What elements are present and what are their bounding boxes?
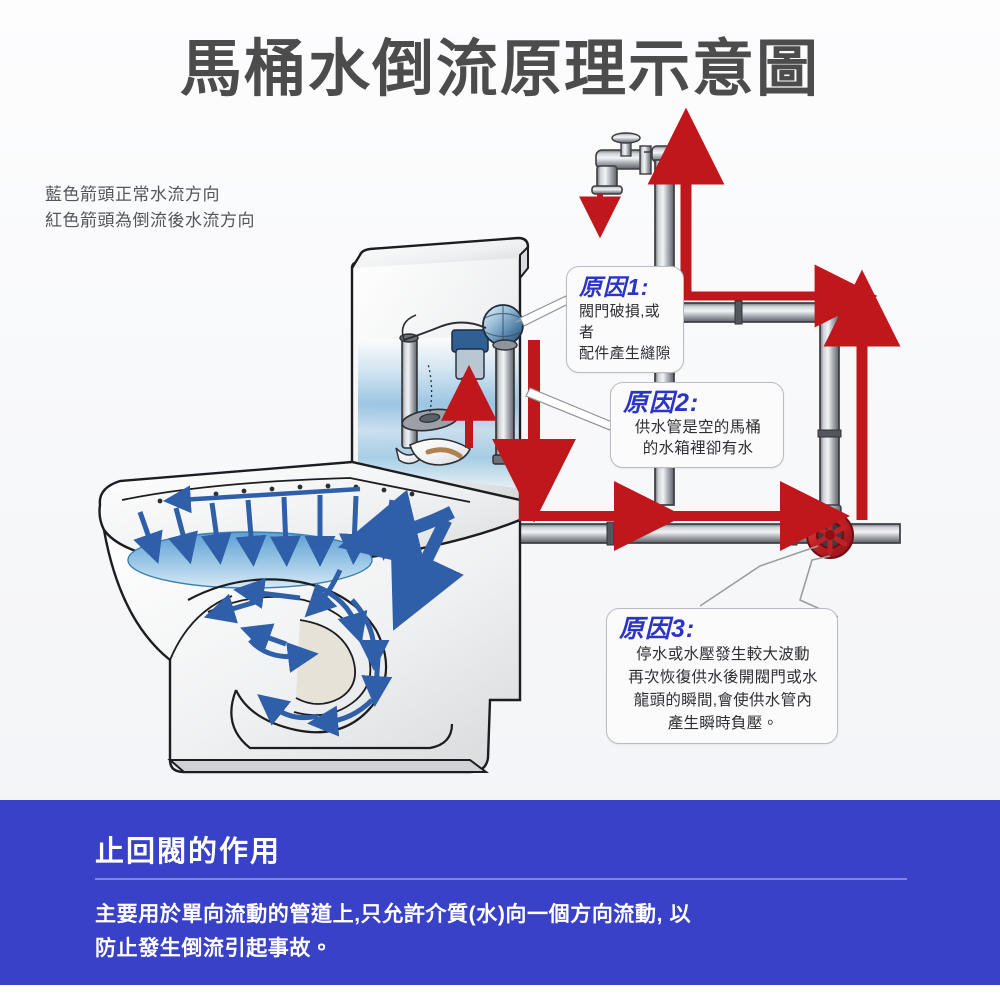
right-drop-pipe: [819, 305, 840, 529]
banner-body-line-1: 主要用於單向流動的管道上,只允許介質(水)向一個方向流動, 以: [95, 903, 692, 926]
red-gate-valve-wheel: [806, 504, 854, 559]
blue-normal-flow-arrows: [133, 485, 464, 737]
red-small-arrows: [441, 194, 621, 448]
fill-valve-shank: [495, 344, 515, 464]
pipe-coupling: [606, 521, 615, 546]
pipe-coupling: [789, 521, 798, 546]
banner-body-line-2: 防止發生倒流引起事故。: [95, 937, 333, 960]
leader-cause-3b: [699, 545, 819, 607]
banner-body: 主要用於單向流動的管道上,只允許介質(水)向一個方向流動, 以 防止發生倒流引起…: [95, 898, 925, 966]
supply-pipe-network: [499, 132, 901, 559]
callout-cause-3-line-4: 產生瞬時負壓。: [667, 715, 779, 732]
legend: 藍色箭頭正常水流方向 紅色箭頭為倒流後水流方向: [45, 182, 255, 234]
callout-cause-2-line-1: 供水管是空的馬桶: [634, 419, 762, 436]
callout-cause-3-line-2: 再次恢復供水後開閥門或水: [628, 669, 818, 686]
toilet-bowl: [98, 460, 522, 774]
callout-cause-3-line-1: 停水或水壓發生較大波動: [636, 646, 810, 663]
pipe-coupling: [734, 300, 743, 325]
upper-horizontal-pipe: [659, 302, 839, 323]
callout-cause-3: 原因3: 停水或水壓發生較大波動 再次恢復供水後開閥門或水 龍頭的瞬間,會使供水…: [606, 608, 838, 744]
callout-cause-2-line-2: 的水箱裡卻有水: [642, 440, 754, 457]
check-valve-banner: 止回閥的作用 主要用於單向流動的管道上,只允許介質(水)向一個方向流動, 以 防…: [0, 800, 1000, 985]
red-backflow-arrows: [492, 107, 901, 551]
callout-cause-2: 原因2: 供水管是空的馬桶 的水箱裡卻有水: [610, 382, 784, 468]
pipe-coupling: [817, 429, 842, 438]
toilet-backflow-illustration: [98, 107, 901, 774]
overflow-tube: [401, 337, 418, 449]
illustration-stage: [98, 107, 901, 774]
callout-cause-3-heading: 原因3:: [619, 615, 696, 643]
banner-divider: [95, 878, 907, 880]
callout-cause-1-heading: 原因1:: [579, 274, 650, 300]
callout-cause-3-line-3: 龍頭的瞬間,會使供水管內: [633, 692, 813, 709]
callout-cause-1-line-1: 閥門破損,或者: [579, 303, 660, 341]
fill-valve: [451, 329, 489, 387]
banner-bottom-margin: [0, 985, 1000, 1000]
banner-heading: 止回閥的作用: [95, 836, 282, 868]
callout-cause-1-line-2: 配件產生縫隙: [579, 345, 671, 362]
float-ball: [482, 304, 524, 346]
legend-blue-arrow-text: 藍色箭頭正常水流方向: [45, 185, 220, 204]
callout-cause-1: 原因1: 閥門破損,或者 配件產生縫隙: [566, 266, 684, 373]
page-title: 馬桶水倒流原理示意圖: [179, 35, 820, 104]
legend-red-arrow-text: 紅色箭頭為倒流後水流方向: [45, 211, 255, 230]
callout-cause-2-heading: 原因2:: [623, 389, 700, 417]
